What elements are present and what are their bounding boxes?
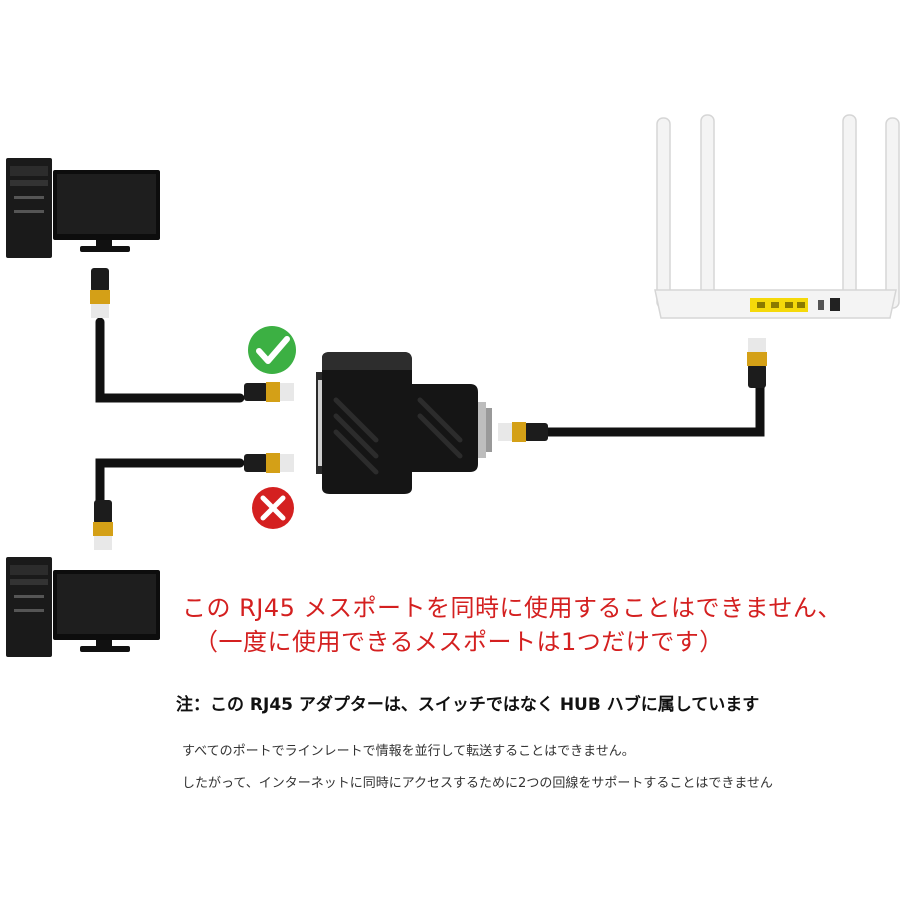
body-line-2: したがって、インターネットに同時にアクセスするために2つの回線をサポートすること… bbox=[182, 776, 773, 791]
bottom-computer bbox=[6, 557, 160, 657]
rj45-plug-top-pc bbox=[90, 268, 110, 318]
warning-line-1: この RJ45 メスポートを同時に使用することはできません、 bbox=[182, 594, 842, 622]
antenna bbox=[885, 117, 900, 309]
top-computer bbox=[6, 158, 160, 258]
rj45-plug-adapter-male bbox=[498, 422, 548, 442]
cross-mark-icon bbox=[252, 487, 294, 529]
top-cable bbox=[95, 317, 245, 403]
pc-tower bbox=[6, 158, 52, 258]
rj45-plug-adapter-bottom bbox=[244, 453, 294, 473]
rj45-plug-bottom-pc bbox=[93, 500, 113, 550]
antenna bbox=[842, 114, 857, 306]
check-mark-icon bbox=[248, 326, 296, 374]
router bbox=[654, 114, 900, 319]
rj45-plug-adapter-top bbox=[244, 382, 294, 402]
monitor bbox=[53, 170, 160, 252]
antenna bbox=[656, 117, 671, 309]
warning-line-2: （一度に使用できるメスポートは1つだけです） bbox=[194, 628, 724, 656]
rj45-plug-router bbox=[747, 338, 767, 388]
body-line-1: すべてのポートでラインレートで情報を並行して転送することはできません。 bbox=[182, 744, 635, 759]
monitor bbox=[53, 570, 160, 652]
rj45-splitter-adapter bbox=[316, 352, 492, 494]
router-cable bbox=[543, 380, 765, 437]
pc-tower bbox=[6, 557, 52, 657]
antenna bbox=[700, 114, 715, 306]
note-heading: 注：この RJ45 アダプターは、スイッチではなく HUB ハブに属しています bbox=[176, 695, 760, 715]
bottom-cable bbox=[95, 458, 245, 510]
